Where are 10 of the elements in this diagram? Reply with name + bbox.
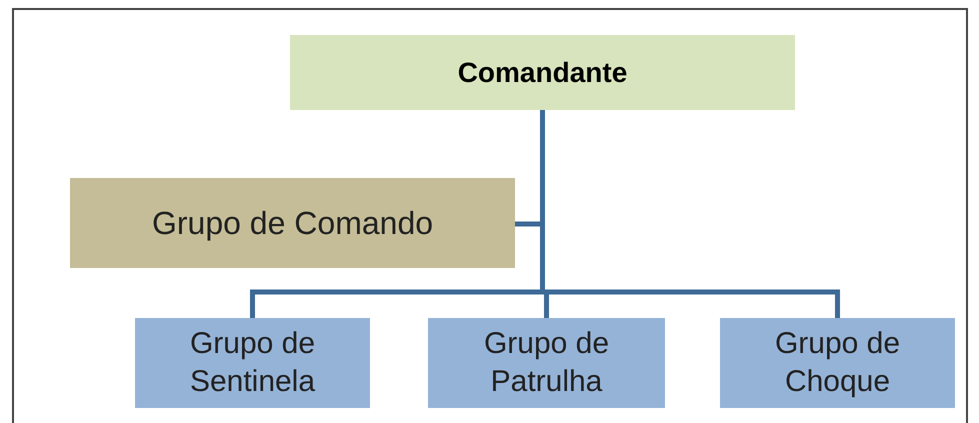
- org-box: [428, 318, 665, 408]
- box-label: Grupo de Patrulha: [482, 326, 610, 400]
- box-label: Grupo de Choque: [774, 326, 902, 400]
- box-label: Comandante: [456, 56, 628, 90]
- box-label: Grupo de Comando: [150, 204, 434, 243]
- box-label: Grupo de Sentinela: [188, 326, 316, 400]
- org-box: [720, 318, 955, 408]
- org-box: [290, 35, 795, 110]
- org-box: [70, 178, 515, 268]
- org-box: [135, 318, 370, 408]
